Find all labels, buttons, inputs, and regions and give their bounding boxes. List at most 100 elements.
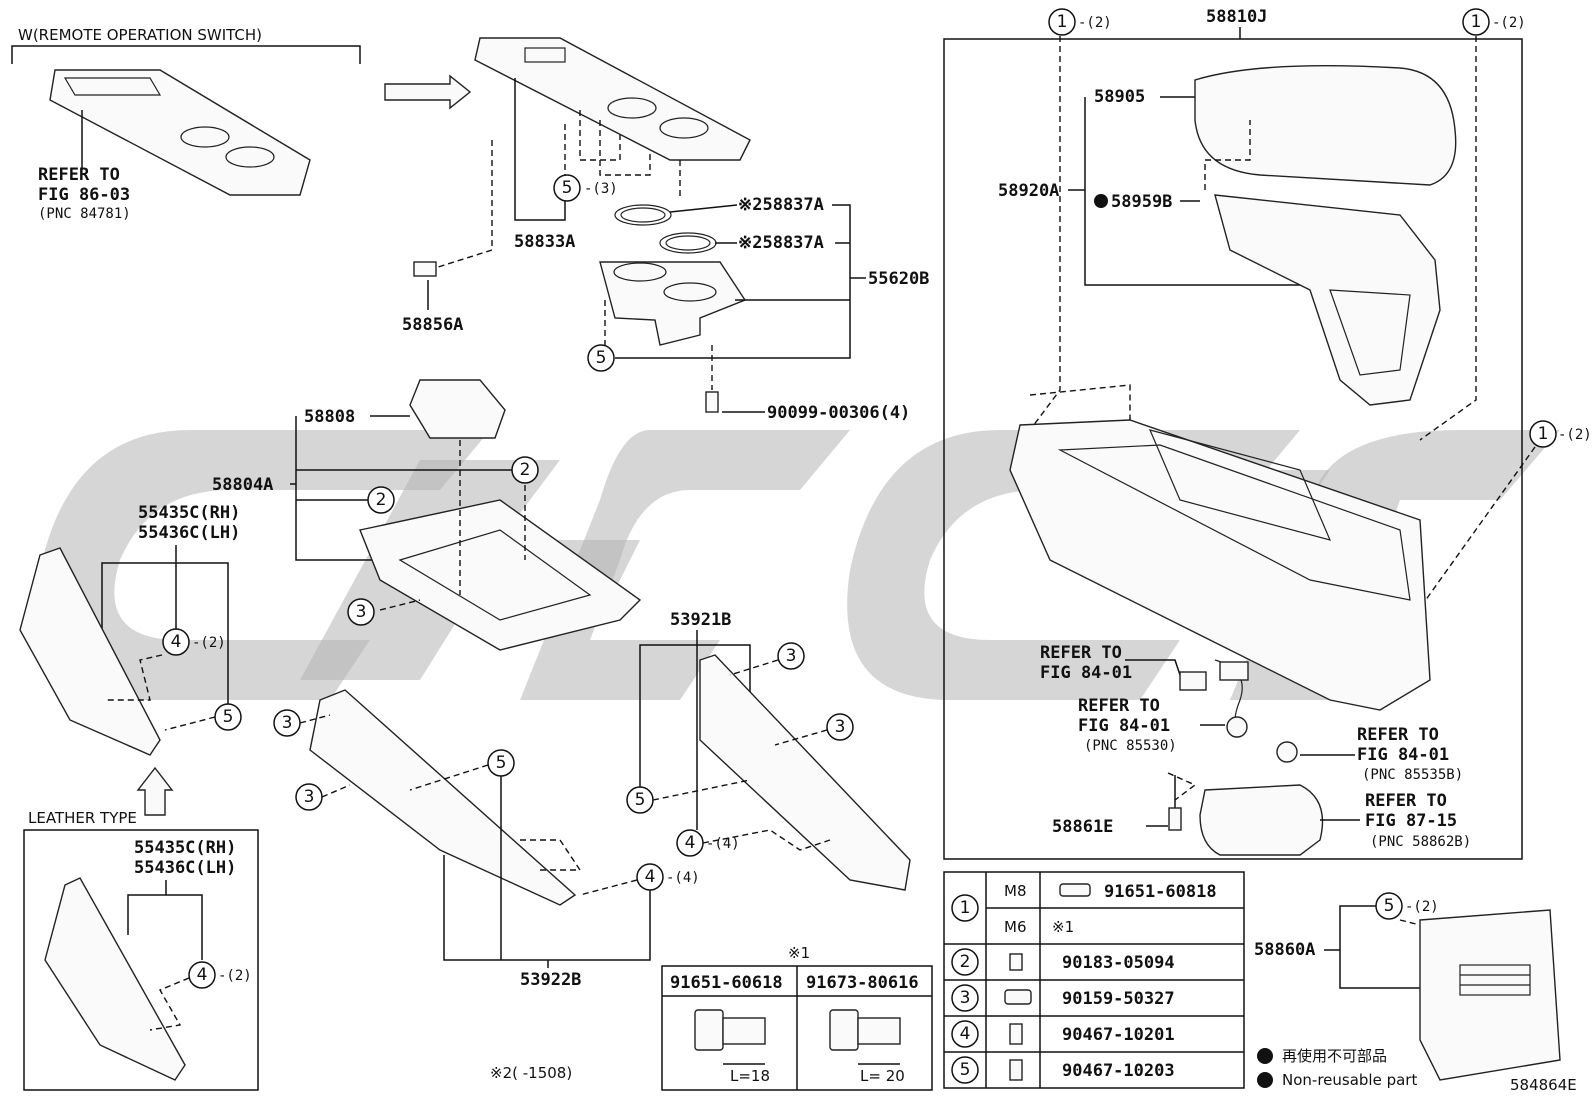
clip-58861E-drawing [1168, 807, 1182, 831]
legend-dot-icon [1257, 1048, 1273, 1064]
legend-jp: 再使用不可部品 [1282, 1047, 1387, 1065]
diagram-text: -(2) [1492, 15, 1526, 31]
diagram-text: -(3) [584, 181, 618, 197]
diagram-text: -(2) [192, 635, 226, 651]
vent-panel-group: 5 -(2) 58860A [1254, 892, 1561, 1081]
leather-type-title: LEATHER TYPE [28, 809, 137, 827]
diagram-text: 4 [685, 833, 696, 853]
upper-panel-group: 5 -(3) 58833A 58856A ※258837A ※258837A 5… [402, 37, 929, 423]
switch-panel-drawing [49, 69, 311, 196]
legend-en: Non-reusable part [1282, 1071, 1417, 1089]
refer-84-b-line3: (PNC 85530) [1084, 738, 1177, 754]
label-58837A-bottom: ※258837A [738, 233, 824, 253]
panel-53921B-group: 53921B 3 3 5 4 -(4) [626, 610, 911, 891]
fastener-part-m6: ※1 [1052, 918, 1074, 936]
fastener-table: 1 M8 91651-60818 M6 ※1 2 90183-05094 3 9… [943, 871, 1245, 1089]
refer-84-c-line1: REFER TO [1357, 725, 1439, 745]
label-58920A: 58920A [998, 181, 1059, 201]
diagram-text: -(2) [1405, 899, 1439, 915]
diagram-text: 2 [376, 490, 387, 510]
box-58808-drawing [409, 379, 506, 439]
diagram-text: 3 [960, 988, 971, 1008]
diagram-text: -(4) [706, 836, 740, 852]
diagram-text: 5 [635, 790, 646, 810]
side-panel-drawing [19, 547, 161, 756]
label-58804A: 58804A [212, 475, 273, 495]
connector-drawing [1179, 671, 1207, 691]
diagram-text: 5 [1384, 896, 1395, 916]
label-58959B: 58959B [1111, 192, 1172, 212]
screw-90099-drawing [705, 391, 719, 413]
arrow-right-icon [384, 74, 472, 110]
diagram-text: 5 [496, 753, 507, 773]
label-55435C: 55435C(RH) [138, 503, 240, 523]
bolt-col1-part: 91651-60618 [670, 973, 783, 993]
leather-label-55436C: 55436C(LH) [134, 858, 236, 878]
fastener-part-2: 90183-05094 [1062, 953, 1175, 973]
bolt-col2-part: 91673-80616 [806, 973, 919, 993]
console-body-drawing [1009, 419, 1431, 711]
bolt-1-icon [694, 1009, 724, 1051]
diagram-text: 4 [171, 632, 182, 652]
bolt-1-shank [722, 1017, 766, 1045]
note-2: ※2( -1508) [490, 1064, 572, 1082]
diagram-text: 2 [960, 952, 971, 972]
armrest-58905-drawing [1194, 65, 1457, 186]
diagram-text: 4 [960, 1024, 971, 1044]
refer-fig-86-line1: REFER TO [38, 165, 120, 185]
leather-type-group: LEATHER TYPE 55435C(RH) 55436C(LH) 4 -(2… [23, 809, 259, 1091]
remote-switch-title: W(REMOTE OPERATION SWITCH) [18, 26, 262, 44]
panel-53922B-drawing [309, 689, 577, 906]
diagram-text: 4 [645, 867, 656, 887]
diagram-text: 3 [304, 787, 315, 807]
diagram-text: 5 [223, 707, 234, 727]
diagram-text: 3 [356, 602, 367, 622]
refer-84-a-line1: REFER TO [1040, 643, 1122, 663]
diagram-text: 3 [786, 646, 797, 666]
socket-drawing [1226, 716, 1248, 738]
bracket-58804A-drawing [359, 499, 642, 651]
refer-87-line1: REFER TO [1365, 791, 1447, 811]
callout-5: 5 [562, 178, 573, 198]
label-90099: 90099-00306(4) [767, 403, 910, 423]
diagram-id: 584864E [1510, 1076, 1577, 1094]
fastener-part-4: 90467-10201 [1062, 1025, 1175, 1045]
console-box-group: 58810J 1 -(2) 1 -(2) 1 -(2) 58905 58920A… [943, 7, 1592, 860]
label-55436C: 55436C(LH) [138, 523, 240, 543]
bolt-col2-length: L= 20 [860, 1067, 905, 1085]
diagram-text: 1 [1057, 12, 1068, 32]
refer-87-line2: FIG 87-15 [1365, 811, 1457, 831]
panel-53921B-drawing [699, 654, 911, 891]
fastener-ref-1: 1 [960, 898, 971, 918]
diagram-text: 3 [282, 713, 293, 733]
upper-panel-drawing [474, 37, 751, 161]
bolt-m8-icon [1059, 883, 1091, 897]
leather-label-55435C: 55435C(RH) [134, 838, 236, 858]
clip-2-icon [1009, 953, 1023, 971]
bolt-2-icon [829, 1009, 859, 1051]
diagram-text: -(4) [666, 870, 700, 886]
label-58810J: 58810J [1206, 7, 1267, 27]
refer-fig-86-line2: FIG 86-03 [38, 185, 130, 205]
arrow-up-icon [136, 766, 174, 816]
bolt-2-shank [857, 1017, 901, 1045]
armrest-base-drawing [1214, 194, 1441, 406]
bolt-table: ※1 91651-60618 91673-80616 L=18 L= 20 [661, 944, 933, 1091]
label-58833A: 58833A [514, 232, 575, 252]
label-58808: 58808 [304, 407, 355, 427]
socket-2-drawing [1276, 741, 1298, 763]
label-58856A: 58856A [402, 315, 463, 335]
diagram-text: -(2) [218, 968, 252, 984]
fastener-part-3: 90159-50327 [1062, 989, 1175, 1009]
refer-84-b-line1: REFER TO [1078, 696, 1160, 716]
refer-84-a-line2: FIG 84-01 [1040, 663, 1132, 683]
label-58860A: 58860A [1254, 940, 1315, 960]
diagram-text: -(2) [1558, 427, 1592, 443]
refer-87-line3: (PNC 58862B) [1370, 834, 1471, 850]
diagram-text: 1 [1471, 12, 1482, 32]
legend: 再使用不可部品 Non-reusable part [1257, 1047, 1417, 1089]
panel-53922B-group: 3 3 5 4 -(4) 53922B [273, 689, 700, 990]
clip-5-icon [1009, 1059, 1023, 1081]
leather-panel-drawing [44, 877, 186, 1081]
label-58861E: 58861E [1052, 817, 1113, 837]
